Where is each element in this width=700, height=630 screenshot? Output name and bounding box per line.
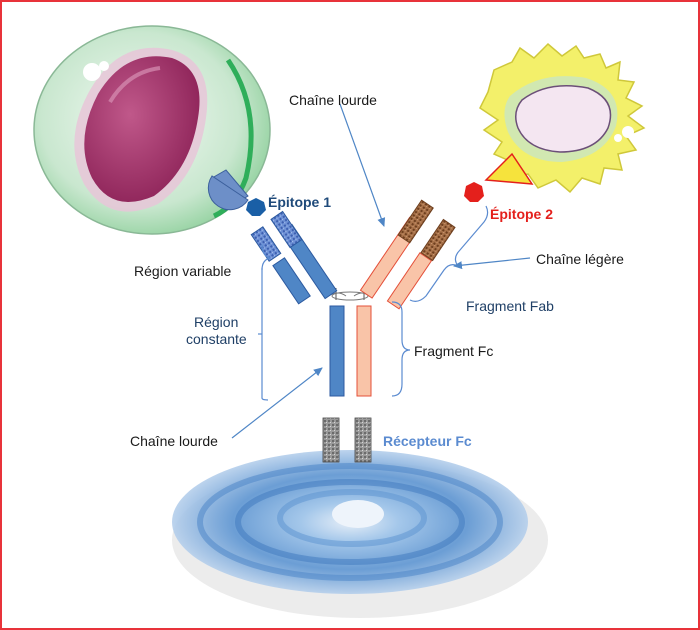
antigen-triangle	[484, 152, 534, 185]
label-chaine-legere: Chaîne légère	[536, 251, 624, 267]
bracket-region-variable	[261, 243, 271, 259]
bracket-fragment-fc	[391, 301, 411, 397]
arrows	[231, 103, 531, 439]
label-region-constante-line1: Région	[194, 314, 239, 330]
left-cell	[33, 25, 271, 235]
arrow-chaine-legere	[453, 257, 531, 270]
epitope-1-shape	[246, 198, 266, 216]
receptor-cell	[172, 450, 548, 618]
heavy-chain-fc-left	[329, 305, 345, 397]
bracket-region-constante	[261, 268, 269, 401]
arrow-chaine-lourde-bottom	[231, 367, 323, 439]
nucleus	[84, 56, 200, 203]
label-epitope-1: Épitope 1	[268, 194, 332, 210]
label-chaine-lourde-top: Chaîne lourde	[289, 92, 377, 108]
arrow-chaine-lourde-top	[339, 103, 386, 227]
label-fragment-fc: Fragment Fc	[414, 343, 494, 359]
right-nucleus	[515, 85, 612, 153]
label-chaine-lourde-bottom: Chaîne lourde	[130, 433, 218, 449]
fc-receptor-right	[354, 417, 372, 463]
label-epitope-2: Épitope 2	[490, 206, 554, 222]
label-region-constante-line2: constante	[186, 331, 247, 347]
fc-receptor-left	[322, 417, 340, 463]
right-cell	[479, 42, 646, 194]
epitope-2-shape	[464, 182, 484, 202]
heavy-chain-fc-right	[356, 305, 372, 397]
label-recepteur-fc: Récepteur Fc	[383, 433, 472, 449]
label-fragment-fab: Fragment Fab	[466, 298, 554, 314]
antibody	[250, 199, 456, 397]
label-region-variable: Région variable	[134, 263, 232, 279]
